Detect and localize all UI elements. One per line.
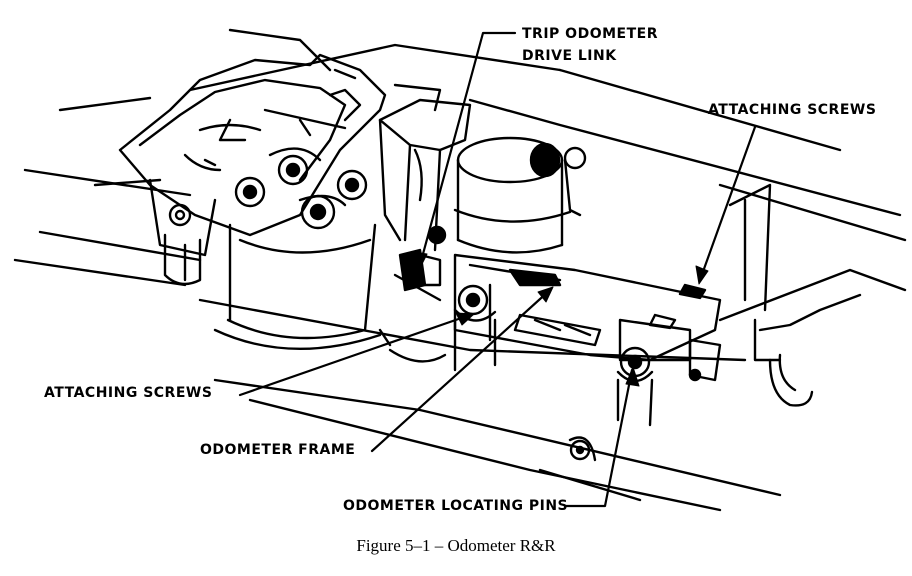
left-mount <box>148 178 217 286</box>
housing-rails <box>13 28 907 512</box>
right-drum <box>453 136 587 254</box>
top-cover-plate <box>118 53 387 237</box>
label-attaching-screws-left: ATTACHING SCREWS <box>44 385 213 401</box>
plate-screws <box>234 147 368 230</box>
right-bracket <box>718 183 907 407</box>
label-trip-odometer-line2: DRIVE LINK <box>522 48 617 64</box>
housing-box <box>378 83 472 252</box>
label-attaching-screws-right: ATTACHING SCREWS <box>708 102 877 118</box>
left-drum <box>213 223 382 350</box>
leader-lines <box>238 31 757 508</box>
odometer-frame-shape <box>453 253 722 382</box>
label-odometer-frame: ODOMETER FRAME <box>200 442 356 458</box>
figure-caption: Figure 5–1 – Odometer R&R <box>356 536 556 555</box>
arrowheads <box>413 251 709 387</box>
frame-screws-and-pins <box>378 284 702 462</box>
drive-link-parts <box>393 225 447 302</box>
label-odometer-locating-pins: ODOMETER LOCATING PINS <box>343 498 569 514</box>
label-trip-odometer-line1: TRIP ODOMETER <box>522 26 658 42</box>
